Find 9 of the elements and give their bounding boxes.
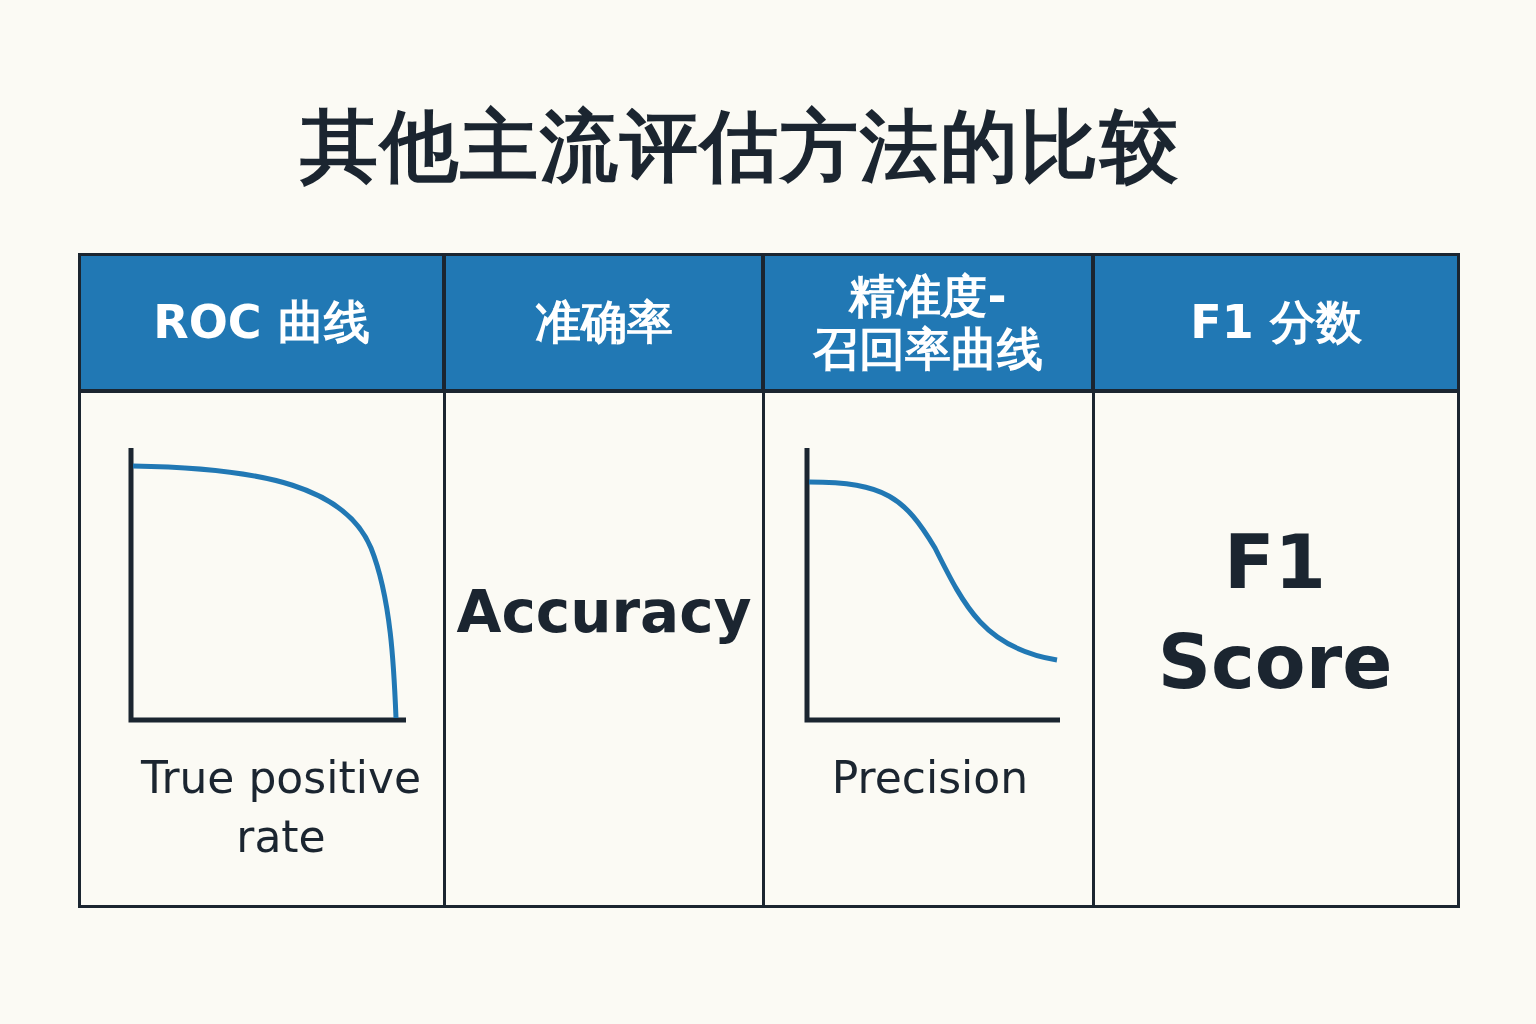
header-cell: F1 分数 <box>1095 256 1457 393</box>
header-cell: 精准度-召回率曲线 <box>765 256 1095 393</box>
cell-text: True positive rate <box>140 751 422 865</box>
cell-text: Accuracy <box>455 577 753 648</box>
title: 其他主流评估方法的比较 <box>299 100 1181 193</box>
cell-text: F1 Score <box>1156 518 1394 707</box>
header-cell: ROC 曲线 <box>81 256 446 393</box>
header-cell: 准确率 <box>446 256 765 393</box>
cell-text: Precision <box>830 751 1030 805</box>
